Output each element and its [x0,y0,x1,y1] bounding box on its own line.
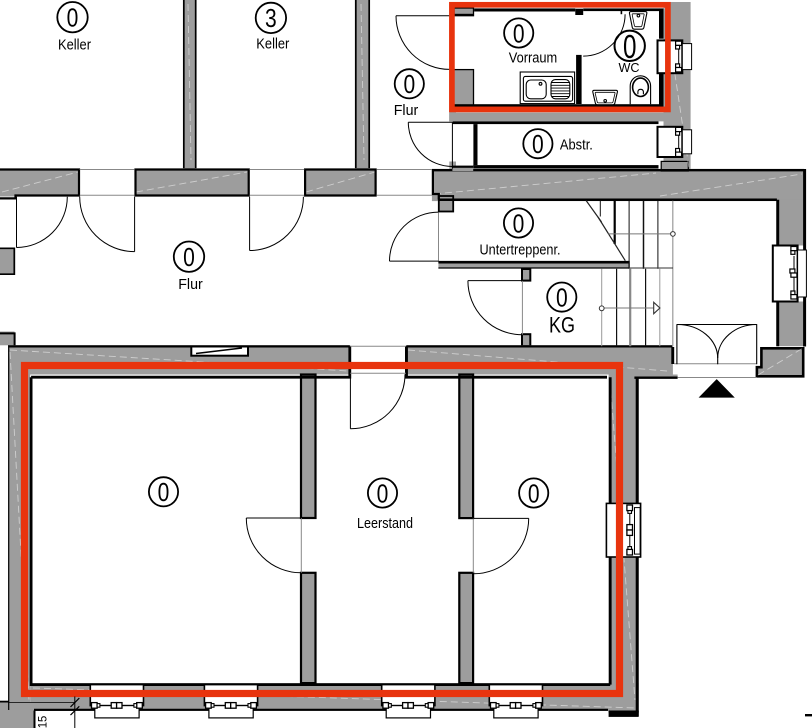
svg-text:0: 0 [623,29,637,66]
svg-text:Keller: Keller [256,35,289,52]
svg-text:Untertreppenr.: Untertreppenr. [480,242,561,259]
svg-text:0: 0 [513,20,525,48]
svg-text:WC: WC [619,61,640,75]
svg-text:Abstr.: Abstr. [560,137,593,154]
svg-text:0: 0 [556,284,568,312]
svg-text:15: 15 [36,715,50,728]
svg-text:0: 0 [158,479,170,507]
svg-text:Leerstand: Leerstand [357,515,413,532]
svg-text:0: 0 [532,131,544,159]
svg-text:0: 0 [183,244,195,272]
svg-text:0: 0 [67,5,79,33]
svg-text:0: 0 [377,480,389,508]
svg-text:Keller: Keller [58,36,91,53]
svg-text:KG: KG [549,313,575,338]
svg-text:Flur: Flur [178,276,203,293]
svg-text:3: 3 [265,5,277,33]
svg-text:0: 0 [528,480,540,508]
svg-text:0: 0 [513,210,525,238]
svg-text:Vorraum: Vorraum [509,50,558,67]
svg-text:Flur: Flur [394,102,419,119]
svg-text:0: 0 [403,71,415,99]
